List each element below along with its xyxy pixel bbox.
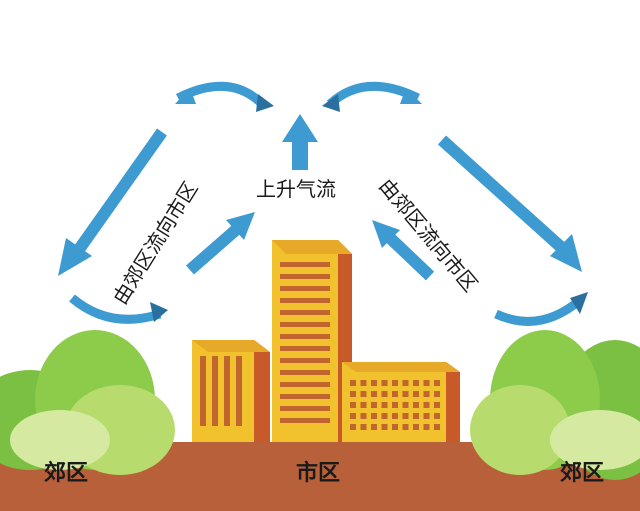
label-updraft: 上升气流 bbox=[256, 177, 336, 201]
window bbox=[371, 391, 377, 397]
window-stripe bbox=[280, 310, 330, 315]
label-suburb-left: 郊区 bbox=[44, 461, 88, 486]
window bbox=[434, 402, 440, 408]
left-inflow-arrow bbox=[186, 212, 255, 275]
window bbox=[381, 424, 388, 430]
window-stripe bbox=[280, 406, 330, 411]
window bbox=[381, 413, 388, 419]
window-stripe bbox=[280, 334, 330, 339]
right-downdraft-arrow bbox=[437, 135, 582, 272]
window bbox=[402, 391, 409, 397]
window bbox=[360, 424, 367, 430]
window-stripe bbox=[280, 382, 330, 387]
window bbox=[350, 380, 356, 386]
window bbox=[392, 424, 398, 430]
window-stripe bbox=[280, 298, 330, 303]
window bbox=[423, 424, 430, 430]
window bbox=[392, 413, 398, 419]
window bbox=[350, 402, 356, 408]
window bbox=[360, 380, 367, 386]
right-hills bbox=[470, 330, 640, 480]
window bbox=[350, 424, 356, 430]
window-stripe bbox=[280, 370, 330, 375]
window-stripe bbox=[280, 358, 330, 363]
window bbox=[381, 402, 388, 408]
building-right bbox=[342, 362, 460, 442]
window bbox=[392, 402, 398, 408]
window bbox=[413, 402, 419, 408]
top-left-curve-arrow bbox=[175, 81, 274, 112]
window bbox=[413, 391, 419, 397]
top-right-curve-arrow bbox=[322, 81, 422, 112]
window bbox=[392, 380, 398, 386]
bottom-left-curve-arrow bbox=[69, 294, 168, 324]
left-hills bbox=[0, 330, 175, 475]
window bbox=[434, 424, 440, 430]
window bbox=[360, 413, 367, 419]
window bbox=[413, 424, 419, 430]
window bbox=[402, 424, 409, 430]
window bbox=[423, 413, 430, 419]
window bbox=[413, 413, 419, 419]
window bbox=[434, 380, 440, 386]
window-stripe bbox=[280, 262, 330, 267]
left-downdraft-arrow bbox=[58, 128, 167, 276]
window bbox=[381, 380, 388, 386]
window-stripe bbox=[280, 322, 330, 327]
window bbox=[434, 391, 440, 397]
window bbox=[423, 402, 430, 408]
window-stripe bbox=[280, 346, 330, 351]
window bbox=[350, 413, 356, 419]
building-left bbox=[192, 340, 270, 442]
window bbox=[402, 380, 409, 386]
window bbox=[381, 391, 388, 397]
window bbox=[371, 424, 377, 430]
right-inflow-arrow bbox=[372, 220, 435, 281]
window bbox=[371, 413, 377, 419]
window bbox=[392, 391, 398, 397]
window-stripe bbox=[280, 286, 330, 291]
window bbox=[434, 413, 440, 419]
window-stripe bbox=[280, 418, 330, 423]
label-suburb-right: 郊区 bbox=[560, 461, 604, 486]
window bbox=[423, 391, 430, 397]
window bbox=[413, 380, 419, 386]
window bbox=[423, 380, 430, 386]
window-stripe bbox=[280, 274, 330, 279]
window bbox=[350, 391, 356, 397]
building-tall bbox=[272, 240, 352, 442]
window bbox=[371, 402, 377, 408]
updraft-arrow bbox=[282, 114, 318, 170]
window bbox=[360, 391, 367, 397]
bottom-right-curve-arrow bbox=[494, 292, 588, 326]
label-city: 市区 bbox=[296, 460, 340, 486]
window bbox=[371, 380, 377, 386]
window-stripe bbox=[280, 394, 330, 399]
window bbox=[360, 402, 367, 408]
window bbox=[402, 402, 409, 408]
window bbox=[402, 413, 409, 419]
